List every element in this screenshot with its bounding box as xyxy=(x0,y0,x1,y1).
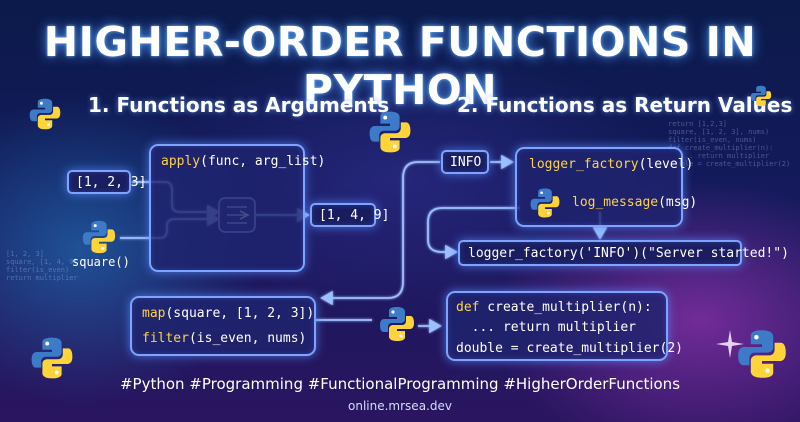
assign-line: double = create_multiplier(2) xyxy=(456,341,683,356)
map-function-name: map xyxy=(142,306,166,321)
logger-call-box: logger_factory('INFO')("Server started!"… xyxy=(458,240,789,266)
decorative-code: [1, 2, 3] square, [1, 4, 9] filter(is_ev… xyxy=(6,250,78,282)
return-line: ... return multiplier xyxy=(456,320,637,335)
filter-function-args: (is_even, nums) xyxy=(188,331,307,346)
apply-function-params: (func, arg_list) xyxy=(200,154,326,169)
log-message-name: log_message xyxy=(572,195,659,210)
python-logo-icon xyxy=(29,98,61,130)
def-signature: create_multiplier(n): xyxy=(479,300,652,315)
site-url[interactable]: online.mrsea.dev xyxy=(348,399,452,413)
apply-function-box: apply(func, arg_list) xyxy=(149,144,325,272)
page-title: HIGHER-ORDER FUNCTIONS IN PYTHON xyxy=(43,18,757,114)
python-logo-icon xyxy=(31,337,73,379)
logger-factory-box: logger_factory(level) log_message(msg) xyxy=(515,147,697,227)
input-list-box: [1, 2, 3] xyxy=(67,170,146,194)
logger-factory-params: (level) xyxy=(638,157,694,172)
section-heading-arguments: 1. Functions as Arguments xyxy=(88,93,390,117)
python-logo-icon xyxy=(380,307,414,341)
hashtags: #Python #Programming #FunctionalProgramm… xyxy=(119,375,681,393)
square-function-label: square() xyxy=(72,255,130,269)
output-list-box: [1, 4, 9] xyxy=(310,203,389,227)
input-list-value: [1, 2, 3] xyxy=(76,175,147,190)
python-logo-icon xyxy=(369,111,411,153)
info-level-value: INFO xyxy=(450,155,482,170)
output-list-value: [1, 4, 9] xyxy=(319,208,390,223)
logger-call-expression: logger_factory('INFO')("Server started!"… xyxy=(468,246,789,261)
map-function-args: (square, [1, 2, 3]) xyxy=(165,306,315,321)
python-logo-icon xyxy=(738,330,786,378)
log-message-params: (msg) xyxy=(658,195,698,210)
filter-function-name: filter xyxy=(142,331,189,346)
apply-function-name: apply xyxy=(161,154,201,169)
python-logo-icon xyxy=(530,188,560,218)
map-filter-box: map(square, [1, 2, 3]) filter(is_even, n… xyxy=(130,296,316,356)
info-level-box: INFO xyxy=(441,150,489,174)
create-multiplier-box: def create_multiplier(n): ... return mul… xyxy=(446,291,683,361)
sparkle-icon xyxy=(716,330,744,358)
def-keyword: def xyxy=(456,300,480,315)
section-heading-return-values: 2. Functions as Return Values xyxy=(457,93,793,117)
python-logo-icon xyxy=(82,220,116,254)
decorative-code: return [1,2,3] square, [1, 2, 3], nums) … xyxy=(668,120,791,168)
python-logo-icon xyxy=(750,85,772,107)
logger-factory-name: logger_factory xyxy=(529,157,639,172)
